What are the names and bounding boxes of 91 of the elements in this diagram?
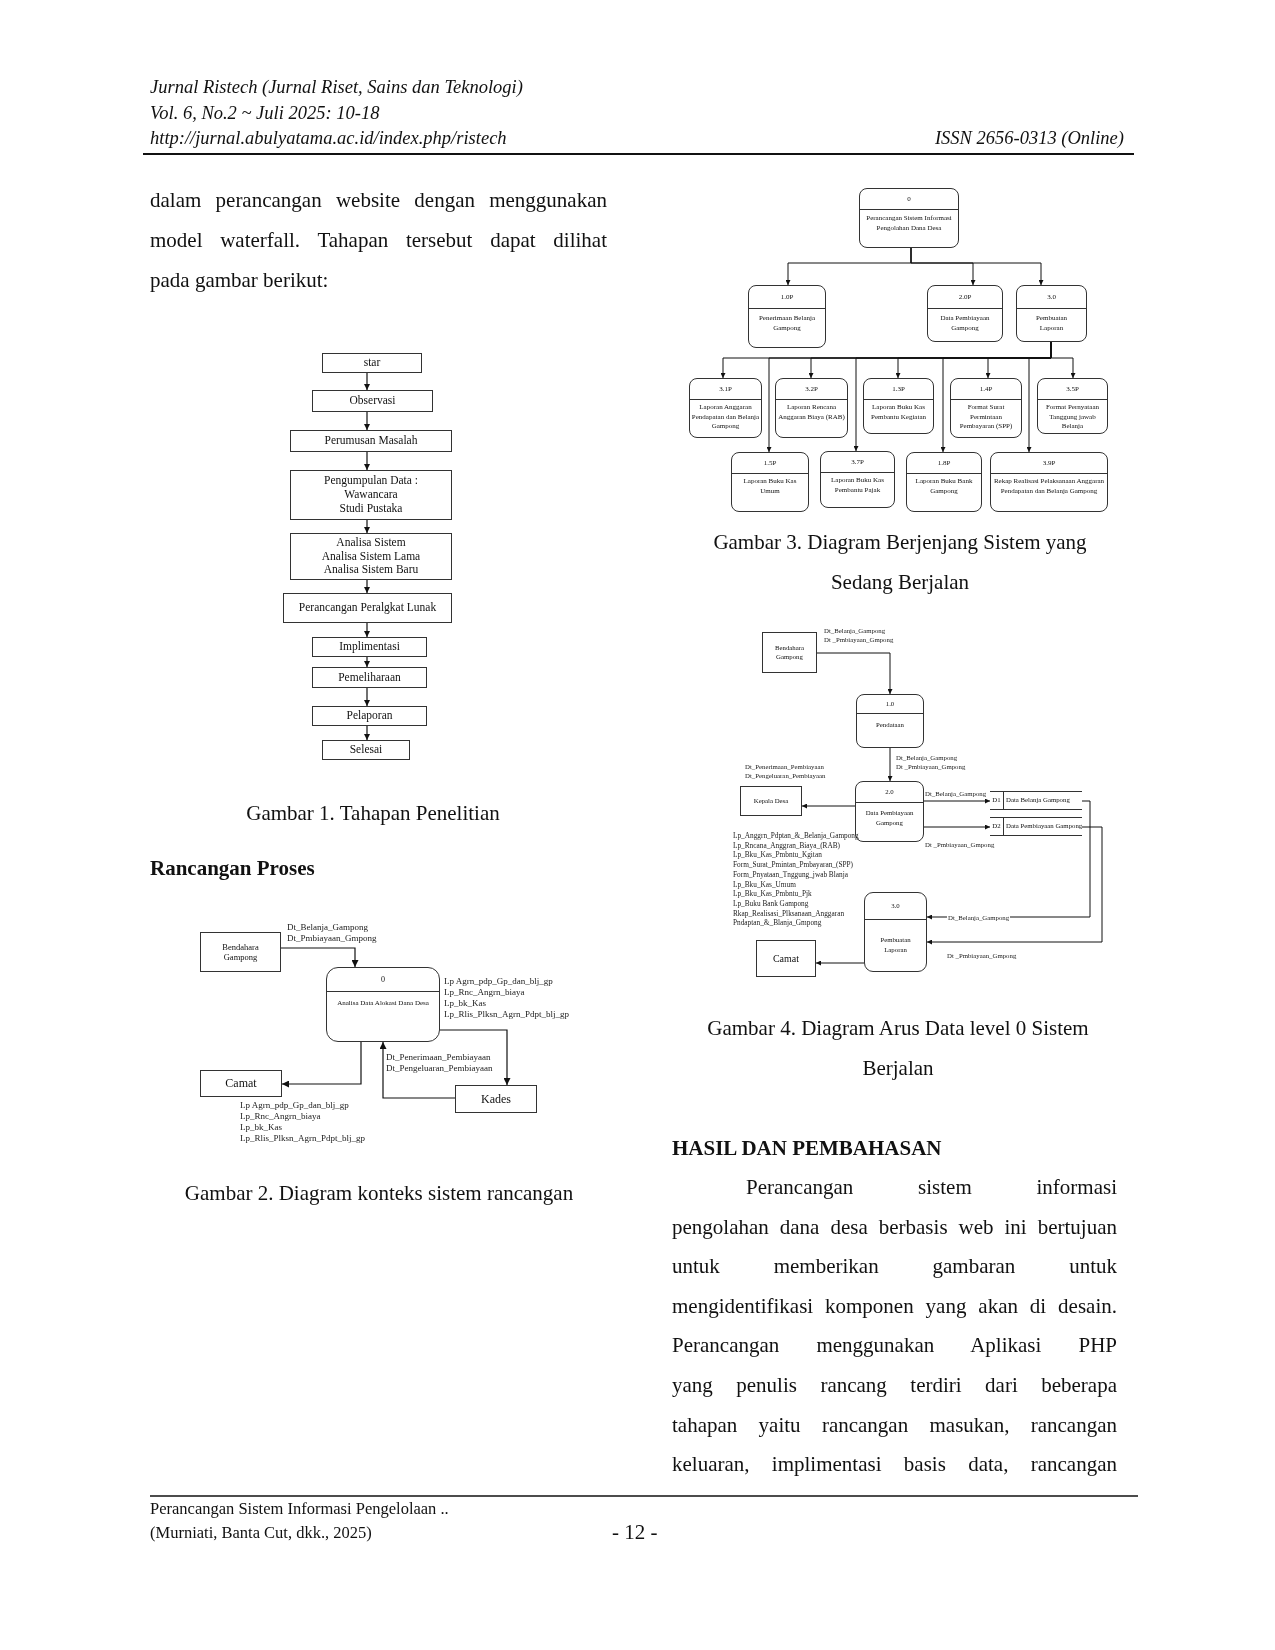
step-label: Perumusan Masalah xyxy=(324,434,418,448)
body-paragraph: Perancangan sistem informasi pengolahan dana desa berbasis web ini bertujuan untuk memberikan gambaran untuk mengidentifikasi komponen yang akan di desain. Perancangan menggunakan Aplikasi PHP yang penulis rancang terdiri dari beberapa tahapan yaitu rancangan masukan, rancangan keluaran, implimentasi basis data, rancangan xyxy=(672,1174,1117,1479)
process-step xyxy=(290,430,452,452)
section-heading: Rancangan Proses xyxy=(150,855,315,881)
entity-box xyxy=(455,1085,537,1113)
process-box xyxy=(859,188,959,248)
flow-arrow xyxy=(926,826,1103,945)
process-box xyxy=(748,285,826,348)
process-box xyxy=(856,694,924,748)
flow-arrow xyxy=(364,372,370,391)
edge-label: Dt_Belanja_Gampong Dt_Pmbiayaan_Gmpong xyxy=(287,922,377,944)
step-label: Pemeliharaan xyxy=(338,670,401,685)
flow-arrow xyxy=(887,747,893,782)
figure-caption: Gambar 2. Diagram konteks sistem rancangan xyxy=(184,1180,574,1206)
entity-box xyxy=(762,632,817,673)
process-box xyxy=(775,378,848,438)
flow-arrow xyxy=(364,411,370,431)
section-heading: HASIL DAN PEMBAHASAN xyxy=(672,1135,942,1161)
step-label: Wawancara xyxy=(344,488,398,502)
entity-label: Kades xyxy=(481,1091,511,1107)
step-label: Observasi xyxy=(349,394,396,408)
flow-arrow xyxy=(923,824,991,830)
process-step xyxy=(312,706,427,726)
entity-box xyxy=(200,932,281,972)
flow-arrow xyxy=(379,1041,456,1099)
process-box xyxy=(731,452,809,512)
flow-arrow xyxy=(923,798,991,804)
process-step xyxy=(283,593,452,623)
flow-arrow xyxy=(364,451,370,471)
figure-caption: Gambar 1. Tahapan Penelitian xyxy=(246,800,500,826)
step-label: Analisa Sistem Baru xyxy=(323,563,419,578)
flow-arrow xyxy=(910,247,1044,286)
running-header: Vol. 6, No.2 ~ Juli 2025: 10-18 xyxy=(150,102,380,124)
flow-arrow xyxy=(364,725,370,741)
process-box xyxy=(864,892,927,972)
running-header: Jurnal Ristech (Jurnal Riset, Sains dan Teknologi) xyxy=(150,76,523,98)
entity-box xyxy=(200,1070,282,1097)
flow-arrow xyxy=(280,947,359,968)
process-step xyxy=(312,390,433,412)
footer-title: Perancangan Sistem Informasi Pengelolaan .. xyxy=(150,1499,449,1519)
entity-label: Camat xyxy=(225,1076,257,1091)
edge-label: Lp Agrn_pdp_Gp_dan_blj_gp Lp_Rnc_Angrn_biaya Lp_bk_Kas Lp_Rlis_Plksn_Agrn_Pdpt_blj_gp xyxy=(444,976,569,1020)
flow-arrow xyxy=(364,687,370,707)
flow-arrow xyxy=(364,656,370,668)
entity-box xyxy=(756,940,816,977)
flow-arrow xyxy=(364,579,370,594)
running-header: http://jurnal.abulyatama.ac.id/index.php/ristech xyxy=(150,127,507,149)
process-step xyxy=(290,533,452,580)
flow-arrow xyxy=(364,622,370,638)
process-step xyxy=(312,667,427,688)
step-label: Selesai xyxy=(349,743,383,757)
process-step xyxy=(290,470,452,520)
issn-number: ISSN 2656-0313 (Online) xyxy=(934,127,1124,149)
body-paragraph: dalam perancangan website dengan menggunakan model waterfall. Tahapan tersebut dapat dilihat pada gambar berikut: xyxy=(150,187,607,294)
flow-arrow xyxy=(815,960,865,966)
step-label: Pelaporan xyxy=(346,709,393,723)
step-label: Studi Pustaka xyxy=(339,501,403,516)
step-label: Pengumpulan Data : xyxy=(324,474,418,489)
page-number: - 12 - xyxy=(612,1519,658,1545)
process-box xyxy=(990,452,1108,512)
process-box xyxy=(326,967,440,1042)
process-box xyxy=(863,378,934,434)
edge-label: Lp Agrn_pdp_Gp_dan_blj_gp Lp_Rnc_Angrn_biaya Lp_bk_Kas Lp_Rlis_Plksn_Agrn_Pdpt_blj_gp xyxy=(240,1100,365,1144)
flow-arrow xyxy=(364,519,370,534)
edge-label: Dt_Penerimaan_Pembiayaan Dt_Pengeluaran_Pembiayaan xyxy=(386,1052,493,1074)
figure-caption: Gambar 4. Diagram Arus Data level 0 Sistem Berjalan xyxy=(707,1015,1089,1082)
step-label: star xyxy=(363,356,381,370)
entity-label: Bendahara Gampong xyxy=(221,941,260,963)
entity-label: Camat xyxy=(772,952,800,965)
flow-arrow xyxy=(439,1029,511,1086)
figure-caption: Gambar 3. Diagram Berjenjang Sistem yang Sedang Berjalan xyxy=(713,529,1087,596)
entity-box xyxy=(740,786,802,816)
process-box xyxy=(927,285,1003,342)
flow-arrow xyxy=(281,1041,362,1088)
process-box xyxy=(1016,285,1087,342)
process-box xyxy=(689,378,762,438)
flow-arrow xyxy=(816,652,893,695)
process-number: 0 xyxy=(381,974,385,985)
process-box xyxy=(820,451,895,508)
step-label: Analisa Sistem Lama xyxy=(321,549,421,564)
process-step xyxy=(312,637,427,657)
step-label: Perancangan Peralgkat Lunak xyxy=(298,601,437,615)
footer-citation: (Murniati, Banta Cut, dkk., 2025) xyxy=(150,1523,372,1543)
process-step xyxy=(322,740,410,760)
step-label: Implimentasi xyxy=(339,640,400,654)
step-label: Analisa Sistem xyxy=(336,535,406,550)
flow-arrow xyxy=(801,803,856,809)
process-step xyxy=(322,353,422,373)
process-box xyxy=(950,378,1022,438)
process-box xyxy=(906,452,982,512)
process-box xyxy=(1037,378,1108,434)
